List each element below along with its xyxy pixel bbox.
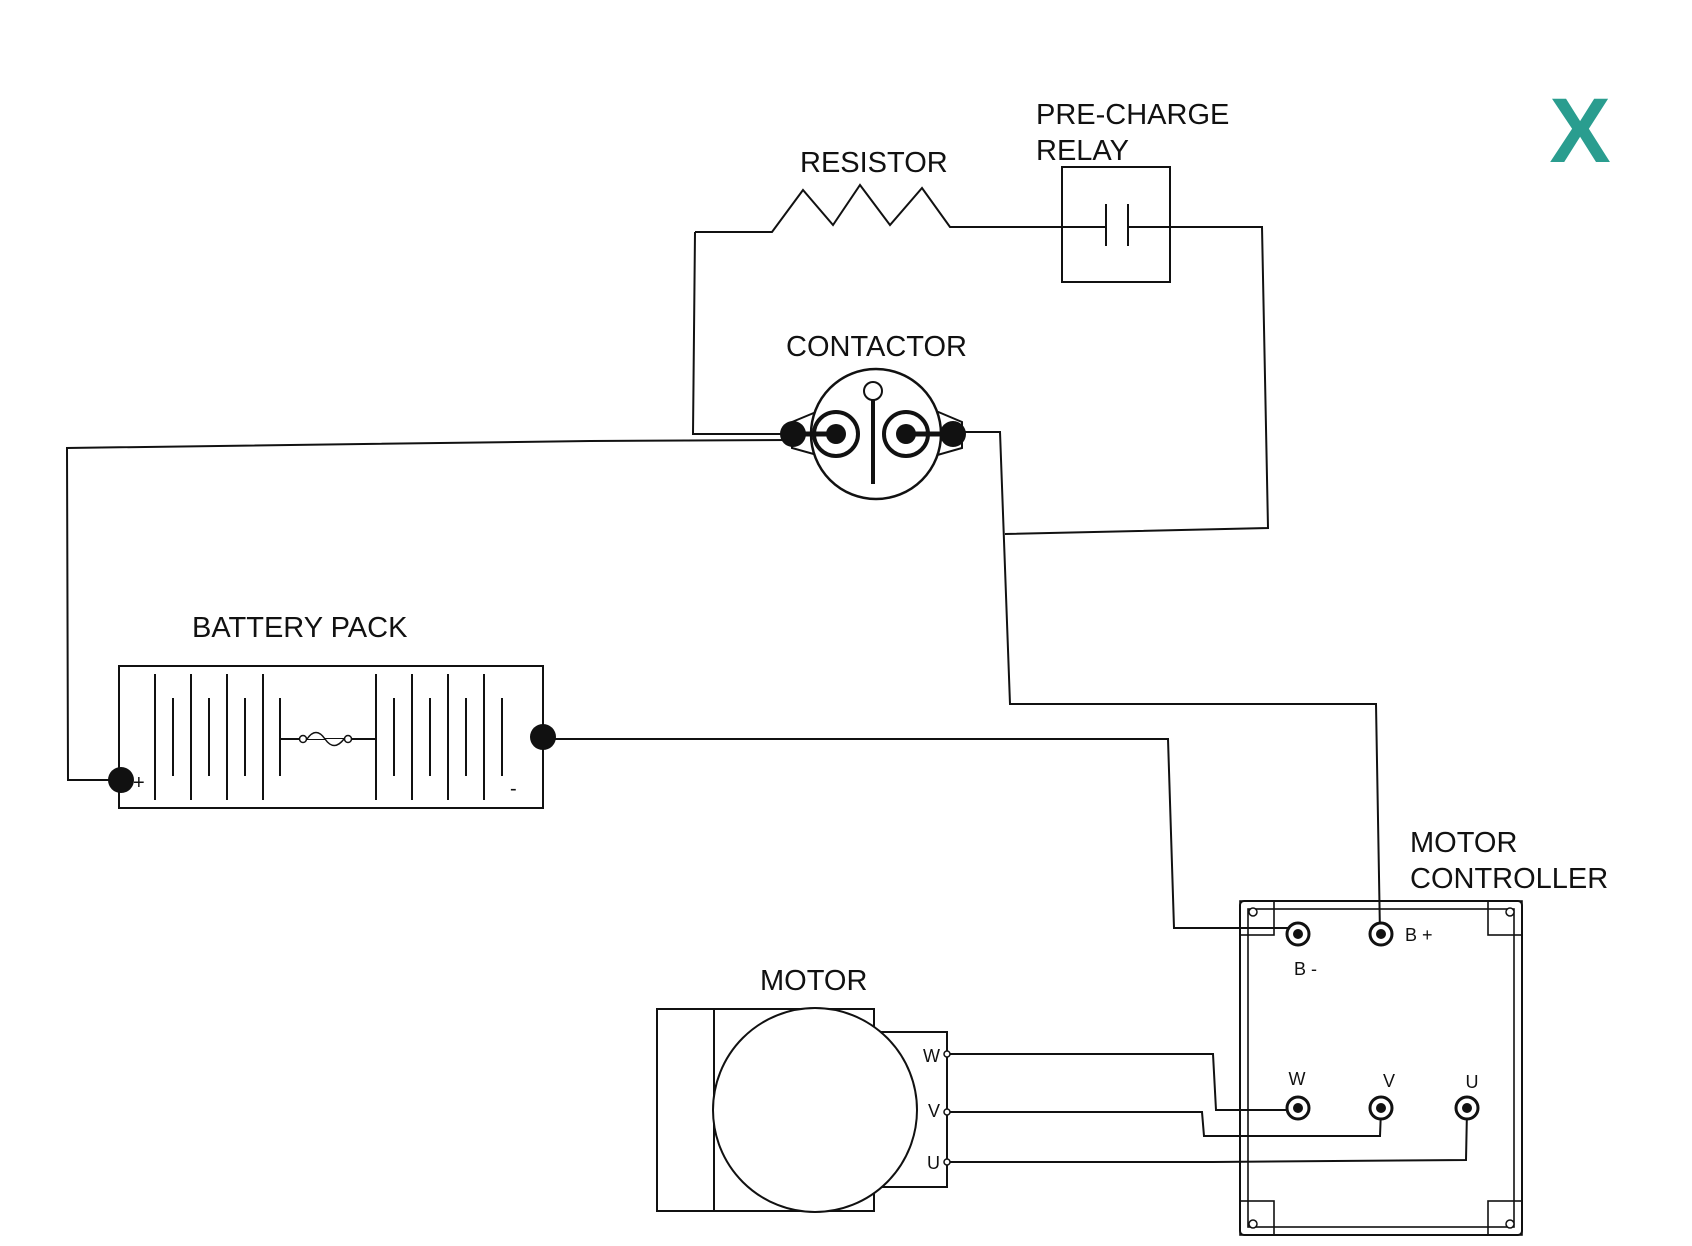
motor-controller-label-line1: MOTOR: [1410, 827, 1517, 859]
controller-b-plus-label: B +: [1405, 925, 1433, 945]
battery-minus-terminal: [530, 724, 556, 750]
wire-phase-w: [947, 1053, 1298, 1111]
motor-w-label: W: [923, 1046, 940, 1066]
contactor: [780, 367, 966, 501]
wire-contactor-to-controller-bplus: [953, 431, 1381, 935]
controller-b-minus-label: B -: [1294, 959, 1317, 979]
motor-controller: B - B + W V U: [1239, 900, 1523, 1236]
motor-body: [712, 1007, 918, 1213]
wire-precharge-loop-right: [1004, 226, 1270, 535]
precharge-relay-label-line2: RELAY: [1036, 135, 1129, 167]
motor: W V U: [656, 1007, 951, 1213]
wire-phase-u: [947, 1109, 1468, 1163]
precharge-relay: [1061, 166, 1171, 283]
motor-controller-label-line2: CONTROLLER: [1410, 863, 1608, 895]
controller-u-label: U: [1466, 1072, 1479, 1092]
wires: [65, 226, 1468, 1163]
battery-plus-terminal: [108, 767, 134, 793]
wire-precharge-loop-left: [691, 231, 793, 435]
battery-plus-sign: +: [133, 772, 145, 794]
precharge-relay-label-line1: PRE-CHARGE: [1036, 99, 1229, 131]
contactor-label: CONTACTOR: [786, 331, 967, 363]
controller-v-label: V: [1383, 1071, 1395, 1091]
motor-label: MOTOR: [760, 965, 867, 997]
wire-battery-plus-to-contactor: [65, 439, 794, 781]
battery-minus-sign: -: [510, 778, 517, 800]
battery-pack-label: BATTERY PACK: [192, 612, 408, 644]
wire-phase-v: [947, 1109, 1382, 1137]
wire-battery-minus-to-controller-bminus: [543, 738, 1298, 929]
resistor-label: RESISTOR: [800, 147, 948, 179]
motor-v-label: V: [928, 1101, 940, 1121]
battery-pack: + -: [108, 665, 556, 809]
brand-logo: X: [1549, 80, 1610, 182]
controller-w-label: W: [1289, 1069, 1306, 1089]
resistor-symbol: [695, 183, 1062, 233]
motor-u-label: U: [927, 1153, 940, 1173]
